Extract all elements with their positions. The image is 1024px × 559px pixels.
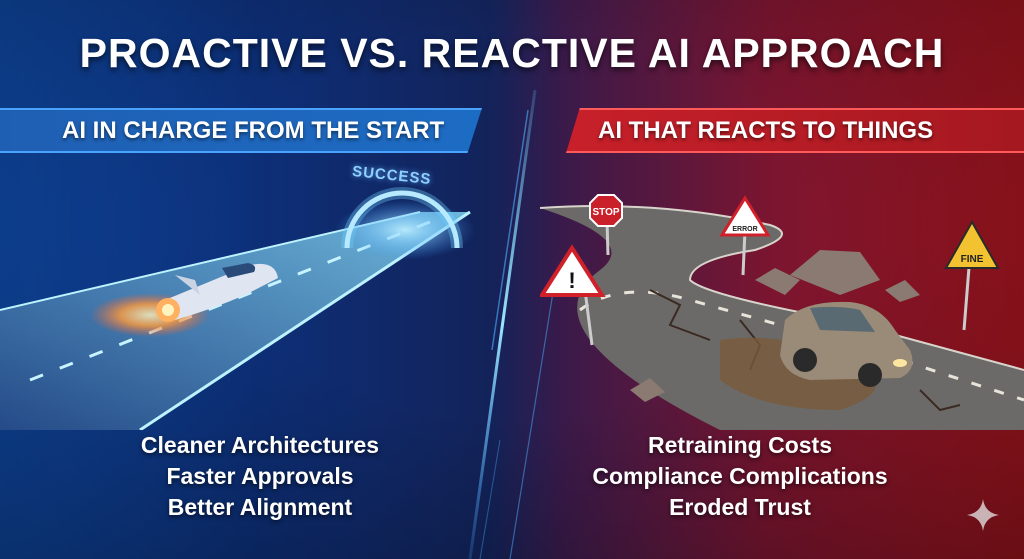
svg-text:FINE: FINE (961, 254, 984, 265)
rocket-road-illustration (0, 187, 475, 430)
reactive-drawbacks-list: Retraining Costs Compliance Complication… (590, 430, 890, 523)
reactive-banner-label: AI THAT REACTS TO THINGS (598, 116, 934, 144)
sparkle-icon (967, 499, 999, 531)
benefit-item: Faster Approvals (166, 463, 354, 489)
page-title: PROACTIVE VS. REACTIVE AI APPROACH (79, 30, 945, 76)
success-portal-label: SUCCESS (351, 162, 433, 189)
error-sign: ERROR (719, 195, 771, 276)
broken-road-illustration: STOP ! ERROR FINE (540, 194, 1024, 430)
divider-light-streak (468, 90, 556, 559)
drawback-item: Eroded Trust (669, 494, 811, 520)
stop-sign: STOP (589, 194, 623, 256)
svg-text:STOP: STOP (592, 207, 619, 218)
proactive-banner-label: AI IN CHARGE FROM THE START (62, 116, 445, 144)
proactive-benefits-list: Cleaner Architectures Faster Approvals B… (100, 430, 420, 523)
rocket-car (156, 263, 278, 322)
fine-sign: FINE (944, 219, 1000, 331)
warning-sign: ! (540, 244, 606, 346)
svg-text:!: ! (568, 268, 575, 293)
proactive-banner: AI IN CHARGE FROM THE START (0, 108, 482, 153)
reactive-banner: AI THAT REACTS TO THINGS (566, 108, 1024, 153)
benefit-item: Better Alignment (167, 494, 353, 520)
benefit-item: Cleaner Architectures (140, 432, 380, 458)
svg-text:ERROR: ERROR (732, 226, 757, 233)
drawback-item: Retraining Costs (647, 432, 833, 458)
crashed-car (780, 301, 913, 387)
drawback-item: Compliance Complications (592, 463, 888, 489)
